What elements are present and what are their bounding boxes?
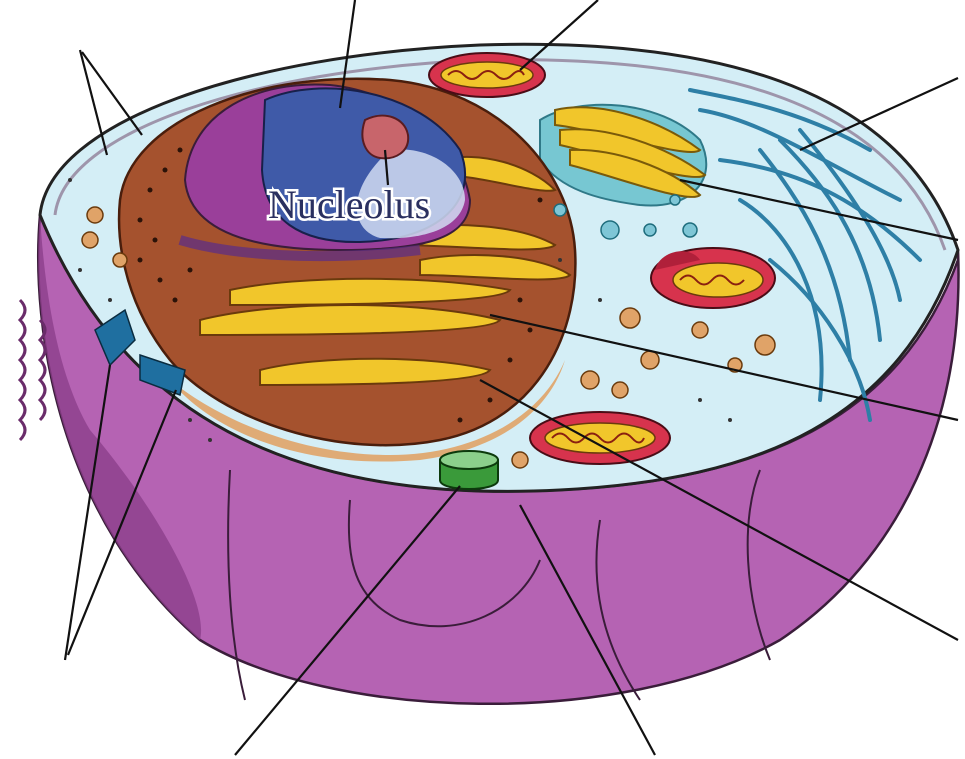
mitochondrion-top xyxy=(429,53,545,97)
nucleolus-label: Nucleolus xyxy=(268,182,430,227)
microvilli xyxy=(20,300,25,440)
centriole xyxy=(440,451,498,489)
microvilli-2 xyxy=(40,320,45,420)
mitochondrion-right xyxy=(651,248,775,308)
